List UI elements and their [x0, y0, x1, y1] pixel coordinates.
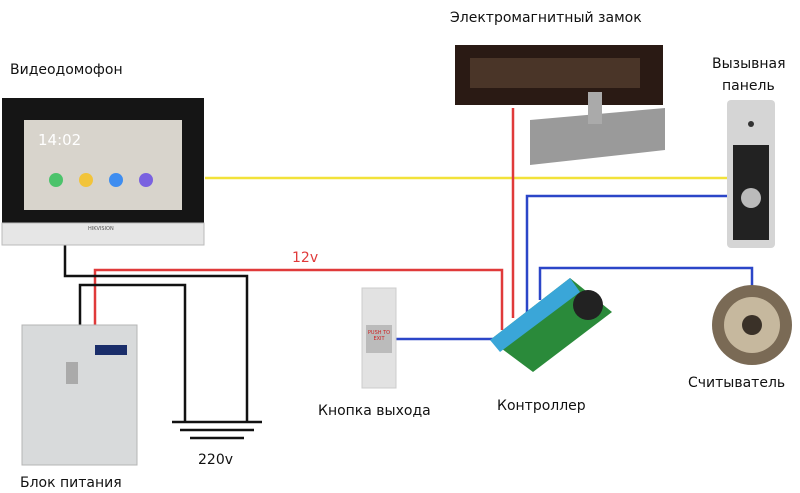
label-panel-1: Вызывная [712, 56, 786, 72]
label-monitor: Видеодомофон [10, 62, 123, 78]
exit-button-text: PUSH TO EXIT [367, 330, 391, 342]
card-reader [712, 285, 792, 365]
reader-signal-wire [538, 266, 754, 300]
panel-signal-wire [525, 194, 728, 318]
electromagnetic-lock [455, 45, 665, 165]
monitor-brand: HIKVISION [88, 226, 114, 232]
exit-button-device [361, 287, 397, 389]
label-220v: 220v [198, 452, 234, 468]
ground-symbol [172, 420, 262, 440]
monitor-time: 14:02 [38, 131, 82, 149]
power-12v-wire [93, 268, 504, 330]
label-panel-2: панель [722, 78, 775, 94]
call-panel [727, 100, 775, 248]
label-lock: Электромагнитный замок [450, 10, 642, 26]
label-power-supply: Блок питания [20, 475, 122, 491]
ground-wire-monitor [63, 245, 249, 422]
label-controller: Контроллер [497, 398, 586, 414]
controller-board [490, 278, 612, 372]
label-12v: 12v [292, 250, 319, 266]
power-supply-box [21, 324, 138, 466]
label-exit-button: Кнопка выхода [318, 403, 431, 419]
video-intercom-monitor [1, 98, 205, 246]
ground-wire-psu [78, 283, 187, 422]
label-reader: Считыватель [688, 375, 786, 391]
